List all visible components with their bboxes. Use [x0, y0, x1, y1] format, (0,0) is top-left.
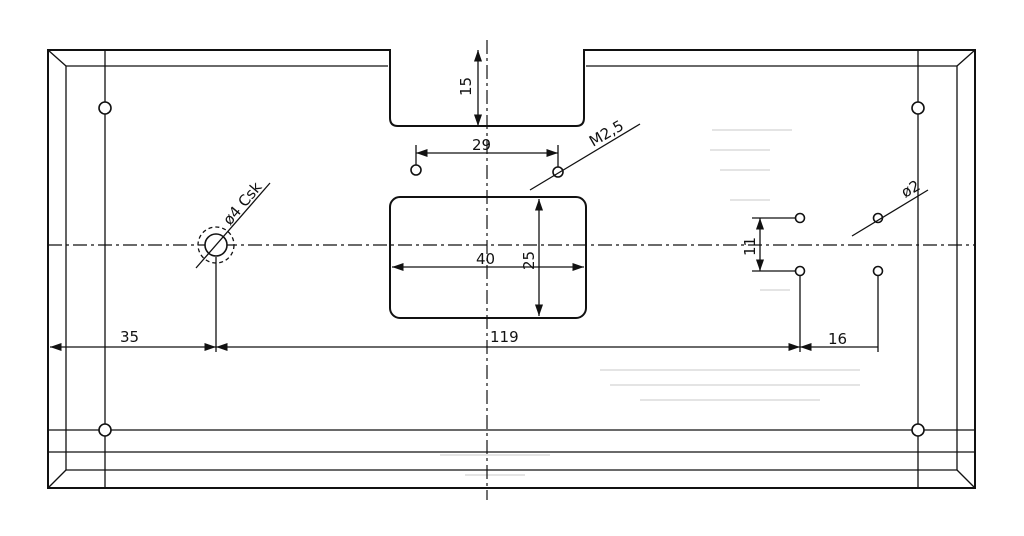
plate-outline: [47, 49, 976, 489]
holes: [98, 101, 925, 437]
dim-main-span: 119: [490, 328, 519, 346]
corner-hole: [98, 423, 112, 437]
small-hole: [872, 265, 884, 277]
corner-hole: [911, 101, 925, 115]
centerlines: [48, 40, 975, 500]
countersink-callout: ø4 Csk: [219, 178, 265, 228]
scan-artifacts: [440, 129, 860, 476]
dim-left-offset: 35: [120, 328, 139, 346]
dim-hole-spacing: 29: [472, 136, 491, 154]
small-hole: [794, 265, 806, 277]
small-hole: [410, 164, 422, 176]
small-hole: [794, 212, 806, 224]
corner-hole: [911, 423, 925, 437]
small-hole-callout: ø2: [898, 177, 923, 202]
rectangular-cutout: [389, 196, 587, 319]
dimension-lines: [50, 50, 929, 352]
dim-right-offset: 16: [828, 330, 847, 348]
thread-callout: M2,5: [586, 116, 627, 150]
corner-hole: [98, 101, 112, 115]
dim-cutout-width: 40: [476, 250, 495, 268]
dim-cutout-height: 25: [520, 251, 538, 270]
dim-vertical-spacing: 11: [741, 237, 759, 256]
dim-notch-depth: 15: [457, 77, 475, 96]
